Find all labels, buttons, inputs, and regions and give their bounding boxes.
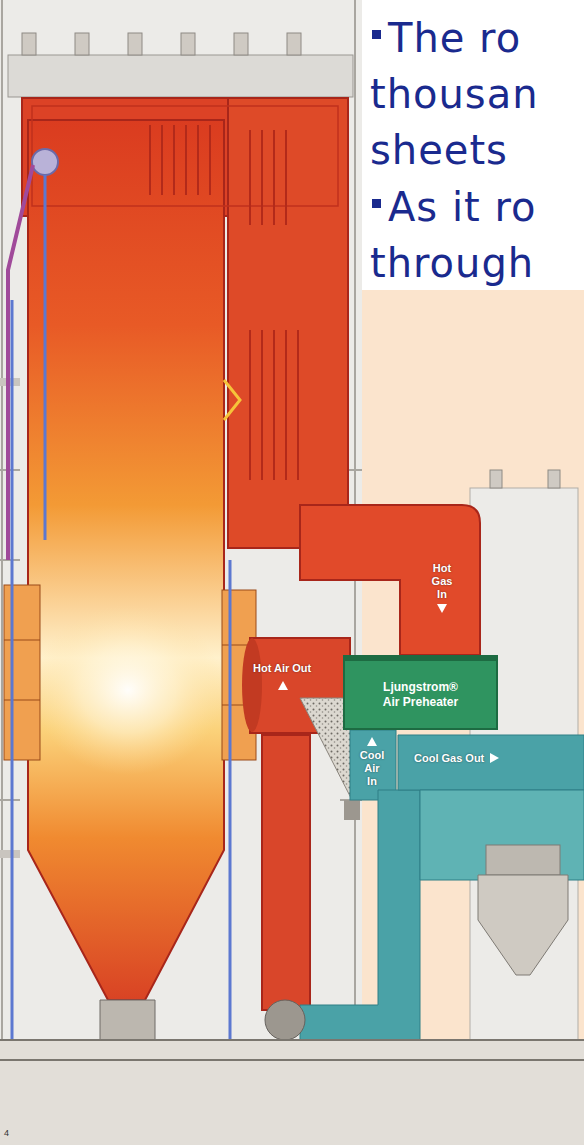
roof-cylinder (287, 33, 301, 55)
roof-cylinder (490, 470, 502, 488)
tube-banks (150, 125, 298, 480)
precipitator-hopper (478, 875, 568, 975)
flow-label: Cool Air In (359, 749, 385, 788)
duct-end (242, 638, 262, 732)
cool-air-duct (300, 790, 420, 1040)
roof-cylinder (181, 33, 195, 55)
air-preheater-box: Ljungstrom® Air Preheater (343, 655, 498, 730)
bullet (372, 199, 381, 208)
hot-gas-duct (300, 505, 480, 655)
slide-text: The ro (388, 14, 521, 62)
steam-drum (32, 149, 58, 175)
flow-arrow (490, 753, 499, 763)
flow-arrow (437, 604, 447, 613)
platform-stub (0, 850, 20, 858)
slide-text: sheets (370, 126, 508, 174)
roof-band (8, 55, 353, 97)
node-label: Ljungstrom® Air Preheater (378, 680, 464, 710)
burner-windbox (4, 585, 40, 760)
bullet (372, 30, 381, 39)
slide-text: thousan (370, 70, 539, 118)
floor-lines (0, 1040, 584, 1060)
cool-gas-duct (398, 735, 584, 790)
roof-cylinder (22, 33, 36, 55)
slide-text: through (370, 239, 534, 287)
burner-rows (4, 640, 40, 700)
furnace-nose (224, 380, 240, 420)
flow-label: Cool Gas Out (414, 752, 484, 765)
flue-duct (420, 790, 584, 880)
precipitator-top (486, 845, 560, 875)
boiler-back-pass (228, 98, 348, 548)
hopper-valve (344, 800, 360, 820)
fan (265, 1000, 305, 1040)
bottom-ash-unit (100, 1000, 155, 1040)
floor (0, 1040, 584, 1145)
flow-label: Hot Air Out (253, 662, 311, 675)
water-pipes (12, 175, 230, 1050)
flow-label: Hot Gas In (429, 562, 455, 601)
air-supply-duct (262, 735, 310, 1010)
roof-cylinder (548, 470, 560, 488)
page-number: 4 (4, 1128, 9, 1139)
text-panel (362, 0, 584, 288)
flow-arrow (367, 737, 377, 746)
roof-cylinder (75, 33, 89, 55)
roof-cylinder (234, 33, 248, 55)
flow-arrow (278, 681, 288, 690)
fireball (33, 605, 223, 775)
roof-cylinder (128, 33, 142, 55)
slide-text: As it ro (388, 183, 536, 231)
furnace (28, 120, 224, 1000)
